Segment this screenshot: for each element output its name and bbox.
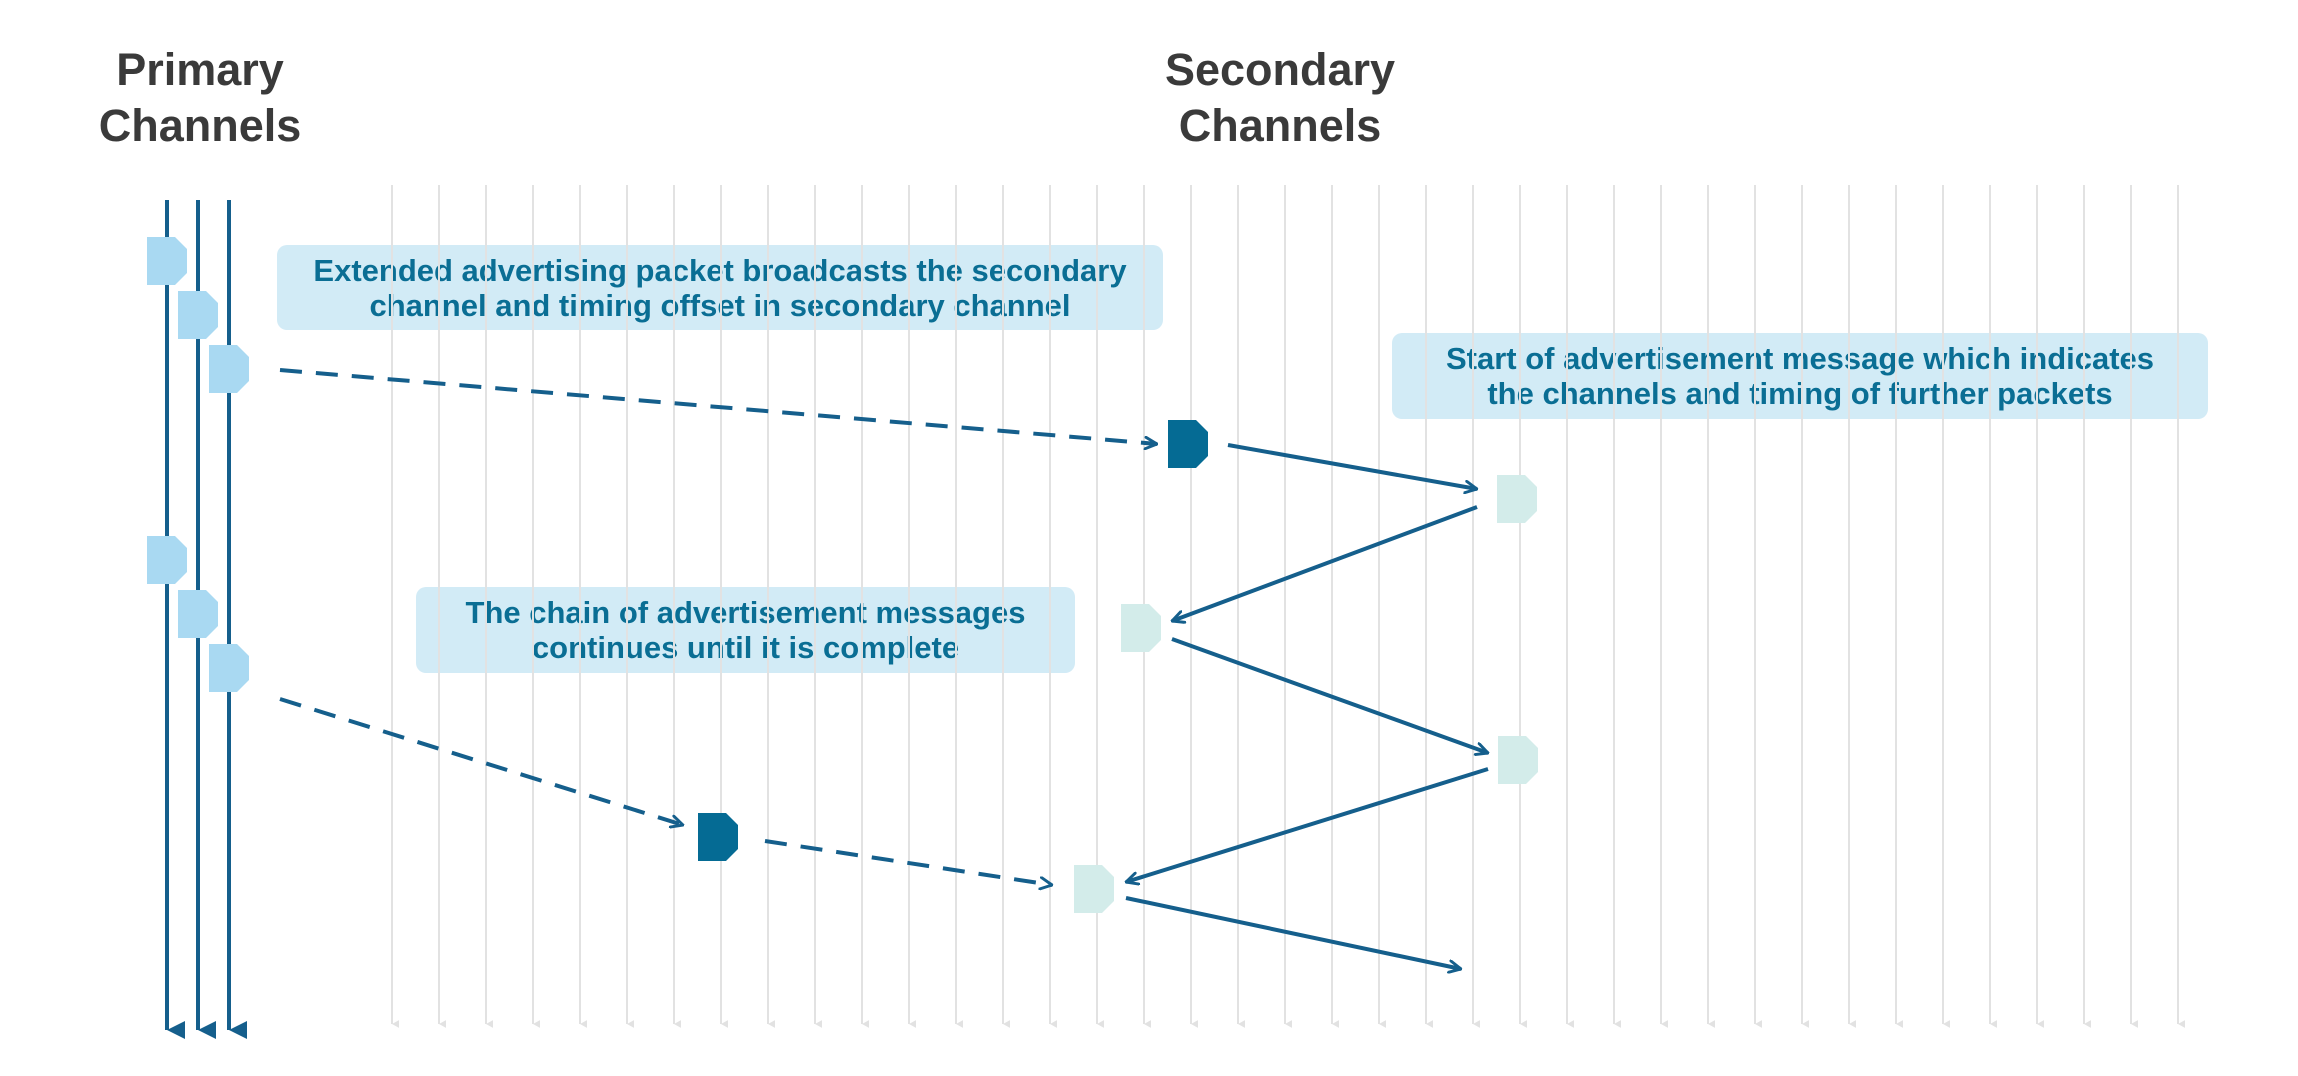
secondary-chain-packet-icon: [1498, 736, 1538, 784]
primary-heading-line-2: Channels: [98, 100, 302, 151]
primary-packet-icon: [209, 345, 249, 393]
secondary-lead-packet-icon: [698, 813, 738, 861]
secondary-chain-packet-icon: [1497, 475, 1537, 523]
chain-continues-callout: The chain of advertisement messages cont…: [416, 587, 1075, 673]
dashed-arrow-to-second-chain: [764, 839, 1052, 885]
chain-arrow-3: [1171, 637, 1488, 753]
callout-line: continues until it is complete: [531, 630, 960, 665]
primary-packet-icon: [209, 644, 249, 692]
secondary-lead-packet-icon: [1168, 420, 1208, 468]
primary-packet-icon: [178, 291, 218, 339]
primary-packet-icon: [147, 536, 187, 584]
secondary-chain-packet-icon: [1121, 604, 1161, 652]
dashed-arrow-to-second-lead-packet: [279, 697, 683, 825]
chain-arrow-1: [1227, 443, 1477, 489]
dashed-arrow-to-first-secondary-packet: [279, 368, 1157, 444]
packet-arrows: [279, 368, 1489, 969]
secondary-channel-grid: [391, 185, 2186, 1028]
secondary-chain-packet-icon: [1074, 865, 1114, 913]
secondary-heading-line-2: Channels: [1178, 100, 1382, 151]
primary-heading-line-1: Primary: [116, 44, 284, 95]
secondary-heading-line-1: Secondary: [1164, 44, 1396, 95]
primary-channels-heading: Primary Channels: [60, 42, 340, 154]
primary-packet-icon: [178, 590, 218, 638]
packets: [147, 237, 1538, 913]
secondary-channels-heading: Secondary Channels: [1130, 42, 1430, 154]
chain-arrow-2: [1172, 505, 1478, 621]
primary-packet-icon: [147, 237, 187, 285]
callout-line: the channels and timing of further packe…: [1487, 376, 2113, 411]
callout-line: The chain of advertisement messages: [465, 595, 1026, 630]
chain-arrow-5: [1125, 896, 1461, 969]
chain-arrow-4: [1126, 767, 1489, 882]
